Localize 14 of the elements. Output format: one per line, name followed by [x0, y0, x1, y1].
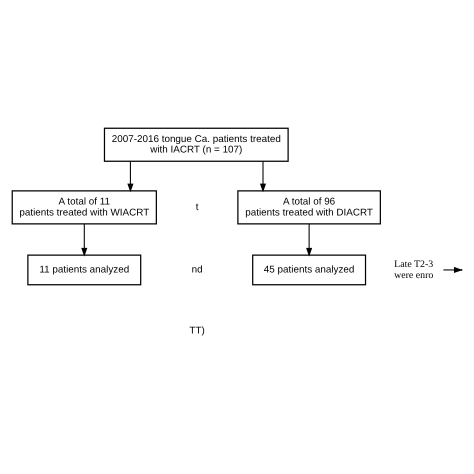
- arrow: [127, 162, 134, 192]
- node-box: 2007-2016 tongue Ca. patients treated with IACRT (n = 107): [104, 128, 289, 162]
- arrow: [306, 224, 312, 257]
- label: TT): [189, 325, 205, 336]
- label: nd: [192, 264, 203, 276]
- node-box: A total of 11 patients treated with WIACRT: [12, 190, 157, 224]
- arrow: [260, 162, 266, 192]
- node-box: 11 patients analyzed: [27, 254, 142, 286]
- node-text: Late T2-3 were enro: [394, 259, 434, 281]
- arrow: [443, 266, 463, 273]
- label: t: [196, 202, 198, 213]
- arrow: [81, 224, 88, 257]
- node-box: A total of 96 patients treated with DIACRT: [237, 190, 381, 224]
- node-box: 45 patients analyzed: [252, 254, 366, 286]
